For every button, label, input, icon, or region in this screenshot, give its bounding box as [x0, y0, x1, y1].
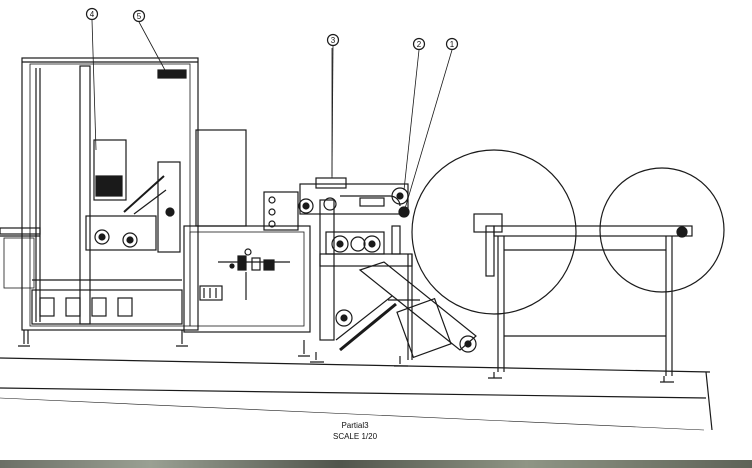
- callout-4: 4: [85, 7, 99, 21]
- callout-1-label: 1: [450, 40, 455, 49]
- drawing-scale: SCALE 1/20: [332, 432, 378, 441]
- callout-4-label: 4: [90, 10, 95, 19]
- callout-3: 3: [326, 33, 340, 47]
- roller-unit-frame: [263, 48, 413, 367]
- callout-1: 1: [445, 37, 459, 51]
- photo-strip-edge: [0, 460, 752, 468]
- callout-leaders: [91, 19, 453, 213]
- drawing-title: Partial3: [341, 421, 369, 430]
- control-panel-box: [183, 225, 311, 333]
- infeed-table: [0, 227, 41, 289]
- inclined-conveyor: [335, 261, 477, 359]
- callout-5: 5: [132, 9, 146, 23]
- callout-5-label: 5: [137, 12, 142, 21]
- floor-lines: [0, 357, 713, 431]
- callout-3-label: 3: [331, 36, 336, 45]
- callout-2: 2: [412, 37, 426, 51]
- main-cabinet-frame: [18, 57, 310, 357]
- callout-2-label: 2: [417, 40, 422, 49]
- unwind-stand: [411, 149, 725, 383]
